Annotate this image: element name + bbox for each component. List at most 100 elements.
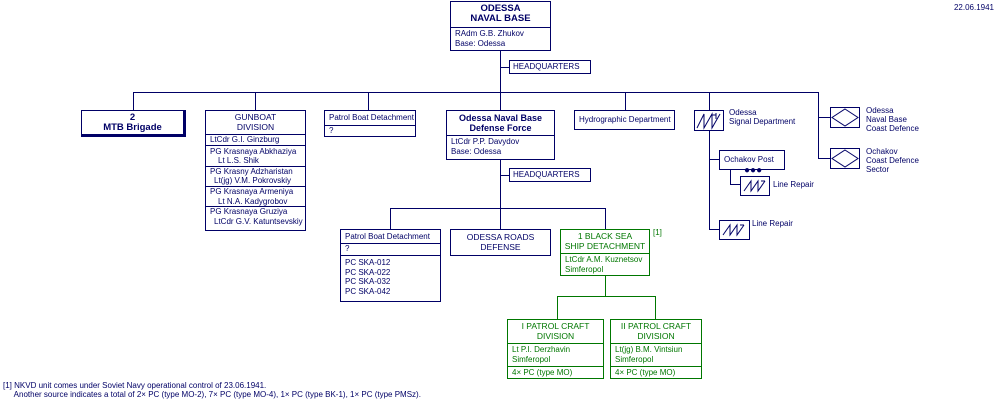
gunboat-division-box: GUNBOAT DIVISION LtCdr G.I. Ginzburg PG … (205, 110, 306, 231)
connector-patrol2 (390, 208, 391, 229)
connector-defense-down (500, 159, 501, 209)
patrol-craft-division-box-2: II PATROL CRAFT DIVISION Lt(jg) B.M. Vin… (610, 319, 702, 379)
mtb-brigade-box: 2 MTB Brigade (81, 110, 186, 137)
roads-title-1: ODESSA ROADS (466, 232, 535, 242)
line-repair-label-2: Line Repair (752, 219, 793, 228)
headquarters-box-1: HEADQUARTERS (509, 60, 591, 74)
coast1-line-1: Odessa (866, 106, 894, 115)
signal-title-2: Signal Department (729, 117, 796, 126)
roads-title-2: DEFENSE (480, 242, 521, 252)
connector-roads (500, 208, 501, 229)
line-repair-label-1: Line Repair (773, 180, 814, 189)
line-repair-icon-2 (719, 220, 750, 240)
connector-pcd-horizontal (557, 296, 655, 297)
odessa-naval-base-box: ODESSA NAVAL BASE RAdm G.B. Zhukov Base:… (450, 1, 551, 51)
signal-label: Odessa Signal Department (729, 108, 795, 126)
ochakov-post-box: Ochakov Post (719, 150, 785, 170)
connector-ochakov-post-h (709, 159, 720, 160)
defense-title-2: Defense Force (469, 123, 532, 133)
gunboat-officer-1: Lt L.S. Shik (218, 156, 259, 166)
top-title-2: NAVAL BASE (470, 13, 531, 24)
connector-top-vertical (500, 50, 501, 93)
line-repair-dots: ●●● (744, 165, 763, 176)
pcd1-base: Simferopol (512, 354, 551, 364)
connector-coast (818, 92, 819, 159)
patrol2-value: ? (345, 243, 350, 253)
coast2-line-1: Ochakov (866, 147, 898, 156)
coast-defence-label-1: Odessa Naval Base Coast Defence (866, 106, 919, 133)
odessa-roads-defense-box: ODESSA ROADS DEFENSE (450, 229, 551, 256)
patrol2-boat-2: PC SKA-022 (345, 267, 391, 277)
line-repair-symbol-2 (722, 223, 745, 237)
patrol2-boat-3: PC SKA-032 (345, 277, 391, 287)
mtb-line-2: MTB Brigade (103, 122, 162, 133)
patrol1-value: ? (329, 125, 334, 135)
gunboat-officer-2: Lt(jg) V.M. Pokrovskiy (214, 176, 292, 186)
line-repair-icon-1 (740, 176, 770, 196)
pcd2-title-2: DIVISION (637, 331, 675, 341)
connector-signal (709, 92, 710, 110)
coast-defence-icon-1 (830, 107, 860, 128)
connector-hq2 (500, 175, 509, 176)
patrol1-title: Patrol Boat Detachment (329, 113, 414, 122)
black-sea-ship-detachment-box: 1 BLACK SEA SHIP DETACHMENT LtCdr A.M. K… (560, 229, 650, 276)
connector-coast2-h (818, 158, 832, 159)
connector-patrol1 (368, 92, 369, 110)
gunboat-officer-3: Lt N.A. Kadygrobov (218, 196, 288, 206)
defense-force-box: Odessa Naval Base Defense Force LtCdr P.… (446, 110, 555, 160)
pcd2-units: 4× PC (type MO) (615, 368, 676, 378)
pcd2-base: Simferopol (615, 354, 654, 364)
blacksea-title-1: 1 BLACK SEA (577, 231, 633, 241)
connector-defense (500, 92, 501, 110)
gunboat-commander: LtCdr G.I. Ginzburg (210, 135, 280, 144)
connector-blacksea-down (605, 275, 606, 297)
hydrographic-department-box: Hydrographic Department (574, 110, 675, 130)
top-commander: RAdm G.B. Zhukov (455, 29, 524, 38)
patrol2-boat-4: PC SKA-042 (345, 286, 391, 296)
blacksea-commander: LtCdr A.M. Kuznetsov (565, 255, 643, 264)
gunboat-title-2: DIVISION (236, 122, 275, 132)
connector-mtb (133, 92, 134, 110)
defense-commander: LtCdr P.P. Davydov (451, 137, 520, 146)
line-repair-symbol-1 (743, 179, 766, 193)
connector-main-horizontal (133, 92, 819, 93)
connector-repair2-h (709, 229, 720, 230)
signal-title-1: Odessa (729, 108, 757, 117)
patrol-boat-detachment-box-2: Patrol Boat Detachment ? PC SKA-012 PC S… (340, 229, 441, 302)
connector-repair1-h (730, 184, 740, 185)
gunboat-officer-4: LtCdr G.V. Katuntsevskiy (214, 216, 303, 226)
connector-coast1-h (818, 117, 832, 118)
patrol-craft-division-box-1: I PATROL CRAFT DIVISION Lt P.I. Derzhavi… (507, 319, 604, 379)
defense-title-1: Odessa Naval Base (458, 113, 543, 123)
gunboat-ship-2: PG Krasny Adzharistan (210, 166, 293, 176)
date-label: 22.06.1941 (953, 3, 994, 12)
patrol-boat-detachment-box-1: Patrol Boat Detachment ? (324, 110, 416, 137)
coast-defence-symbol-2 (831, 149, 859, 168)
hydro-title: Hydrographic Department (579, 115, 671, 124)
connector-signal-down (709, 131, 710, 230)
patrol2-title: Patrol Boat Detachment (345, 232, 430, 241)
connector-hq1 (500, 67, 509, 68)
blacksea-footnote-ref: [1] (653, 228, 662, 237)
defense-base: Base: Odessa (451, 146, 502, 156)
pcd1-units: 4× PC (type MO) (512, 368, 573, 378)
blacksea-title-2: SHIP DETACHMENT (564, 241, 646, 251)
pcd1-title-2: DIVISION (536, 331, 575, 341)
gunboat-title-1: GUNBOAT (234, 112, 277, 122)
connector-pcd1 (557, 296, 558, 319)
headquarters-box-2: HEADQUARTERS (509, 168, 591, 182)
pcd1-title-1: I PATROL CRAFT (521, 321, 590, 331)
pcd2-title-1: II PATROL CRAFT (620, 321, 692, 331)
connector-post-down (730, 170, 731, 185)
coast1-line-3: Coast Defence (866, 124, 919, 133)
coast2-line-3: Sector (866, 165, 890, 174)
top-base: Base: Odessa (455, 38, 506, 48)
footnote-line-1: [1] NKVD unit comes under Soviet Navy op… (3, 381, 267, 390)
connector-gunboat (255, 92, 256, 110)
gunboat-ship-3: PG Krasnaya Armeniya (210, 186, 294, 196)
signal-icon (694, 110, 724, 131)
signal-symbol (696, 112, 721, 130)
coast-defence-symbol-1 (831, 108, 859, 127)
gunboat-ship-4: PG Krasnaya Gruziya (210, 207, 288, 217)
connector-blacksea (605, 208, 606, 229)
